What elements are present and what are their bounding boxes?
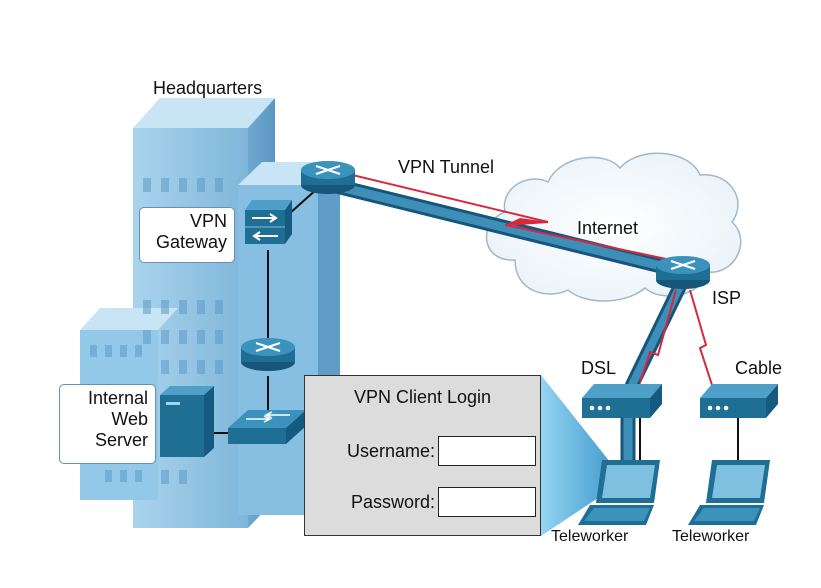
vpn-client-login-panel: VPN Client Login Username: Password: [304, 375, 541, 536]
vpn-gateway-icon [245, 200, 292, 244]
password-label: Password: [350, 492, 435, 512]
web-server-line: Internal [87, 388, 148, 408]
cable-label: Cable [735, 358, 783, 378]
vpn-gateway-line: VPN [189, 211, 227, 231]
dsl-modem-icon [582, 384, 662, 418]
dsl-label: DSL [581, 358, 617, 378]
lan-switch-icon [228, 410, 306, 444]
isp-label: ISP [712, 288, 742, 308]
hq-router-icon [301, 161, 355, 194]
login-beam [541, 375, 610, 536]
internal-router-icon [241, 338, 295, 371]
cable-modem-icon [700, 384, 778, 418]
vpn-gateway-tag: VPN Gateway [139, 207, 235, 263]
web-server-line: Server [94, 430, 148, 450]
teleworker-laptop-icon [578, 460, 660, 525]
vpn-tunnel-arrow [505, 218, 548, 225]
headquarters-label: Headquarters [153, 78, 263, 98]
vpn-gateway-line: Gateway [155, 232, 227, 252]
teleworker-label: Teleworker [551, 528, 629, 545]
password-field[interactable] [438, 487, 536, 517]
username-label: Username: [346, 441, 435, 461]
login-title: VPN Client Login [353, 387, 492, 407]
vpn-tunnel-label: VPN Tunnel [398, 157, 495, 177]
isp-router-icon [656, 256, 710, 289]
internet-label: Internet [577, 218, 639, 238]
teleworker-label: Teleworker [672, 528, 750, 545]
web-server-tag: Internal Web Server [59, 384, 156, 464]
username-field[interactable] [438, 436, 536, 466]
web-server-line: Web [111, 409, 148, 429]
web-server-icon [160, 386, 214, 457]
teleworker-laptop-icon [688, 460, 770, 525]
